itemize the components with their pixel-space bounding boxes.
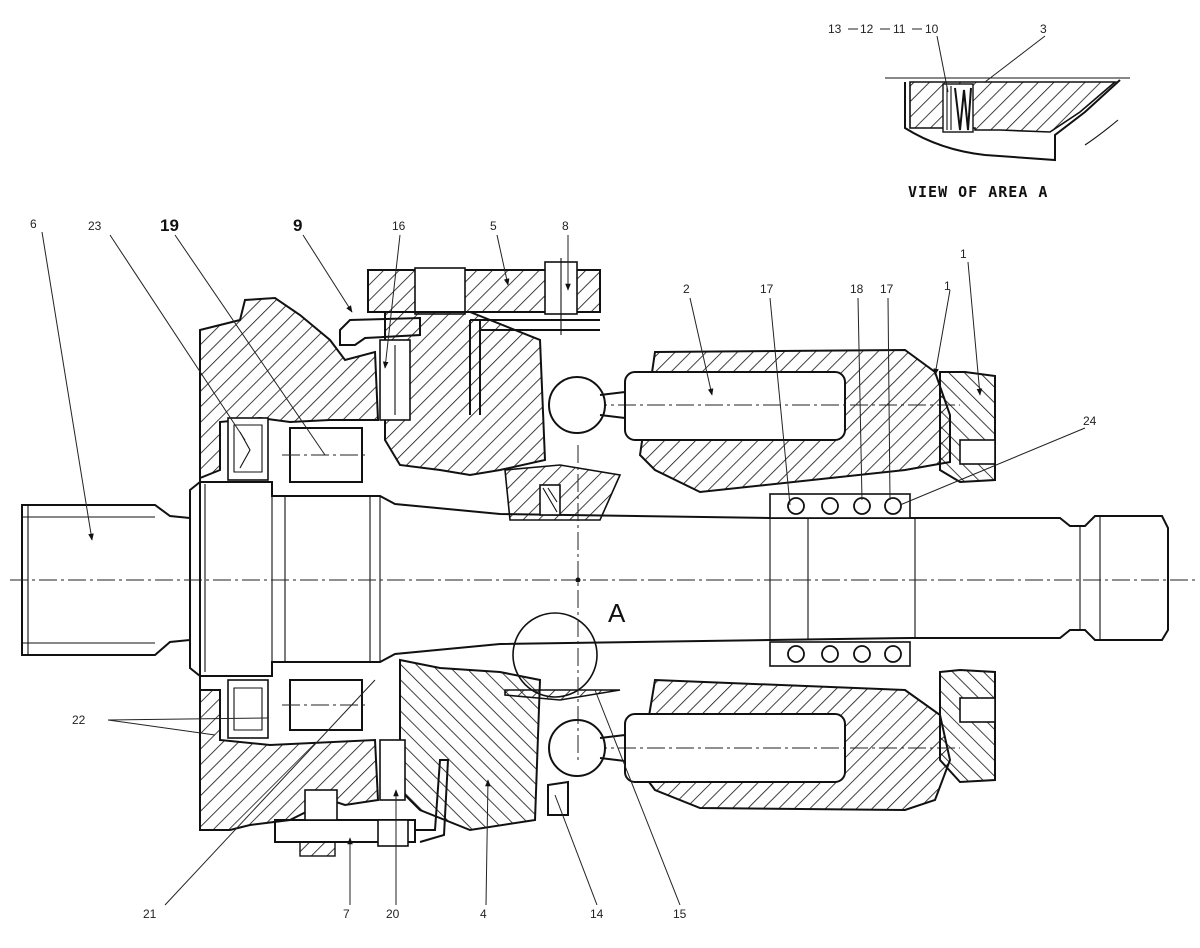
callout-1-right: 1 [960, 247, 967, 261]
callout-23: 23 [88, 219, 102, 233]
callout-6: 6 [30, 217, 37, 231]
callout-8: 8 [562, 219, 569, 233]
section-label-a: A [608, 598, 626, 628]
callout-2: 2 [683, 282, 690, 296]
callout-14: 14 [590, 907, 604, 921]
leader-lines [41, 231, 1086, 906]
callout-16: 16 [392, 219, 406, 233]
callout-17-left: 17 [760, 282, 774, 296]
detail-callout-3: 3 [1040, 22, 1047, 36]
detail-view-area-a: 13 12 11 10 3 VIEW OF AREA A [828, 22, 1130, 201]
callout-17-right: 17 [880, 282, 894, 296]
spring-stack-lower [769, 641, 911, 667]
callout-18: 18 [850, 282, 864, 296]
spring-stack-upper [769, 493, 911, 519]
main-section [10, 258, 1195, 857]
callout-labels: 6 23 19 9 16 5 8 2 17 18 17 1 1 24 22 21… [30, 216, 1097, 921]
callout-7: 7 [343, 907, 350, 921]
callout-5: 5 [490, 219, 497, 233]
callout-21: 21 [143, 907, 157, 921]
detail-callout-13: 13 [828, 22, 842, 36]
callout-24: 24 [1083, 414, 1097, 428]
callout-1-left: 1 [944, 279, 951, 293]
callout-4: 4 [480, 907, 487, 921]
detail-callout-10: 10 [925, 22, 939, 36]
callout-22: 22 [72, 713, 86, 727]
callout-19: 19 [160, 216, 179, 235]
detail-callout-12: 12 [860, 22, 874, 36]
callout-15: 15 [673, 907, 687, 921]
callout-9: 9 [293, 216, 302, 235]
detail-callout-11: 11 [893, 22, 906, 36]
callout-20: 20 [386, 907, 400, 921]
detail-view-title: VIEW OF AREA A [908, 183, 1048, 201]
